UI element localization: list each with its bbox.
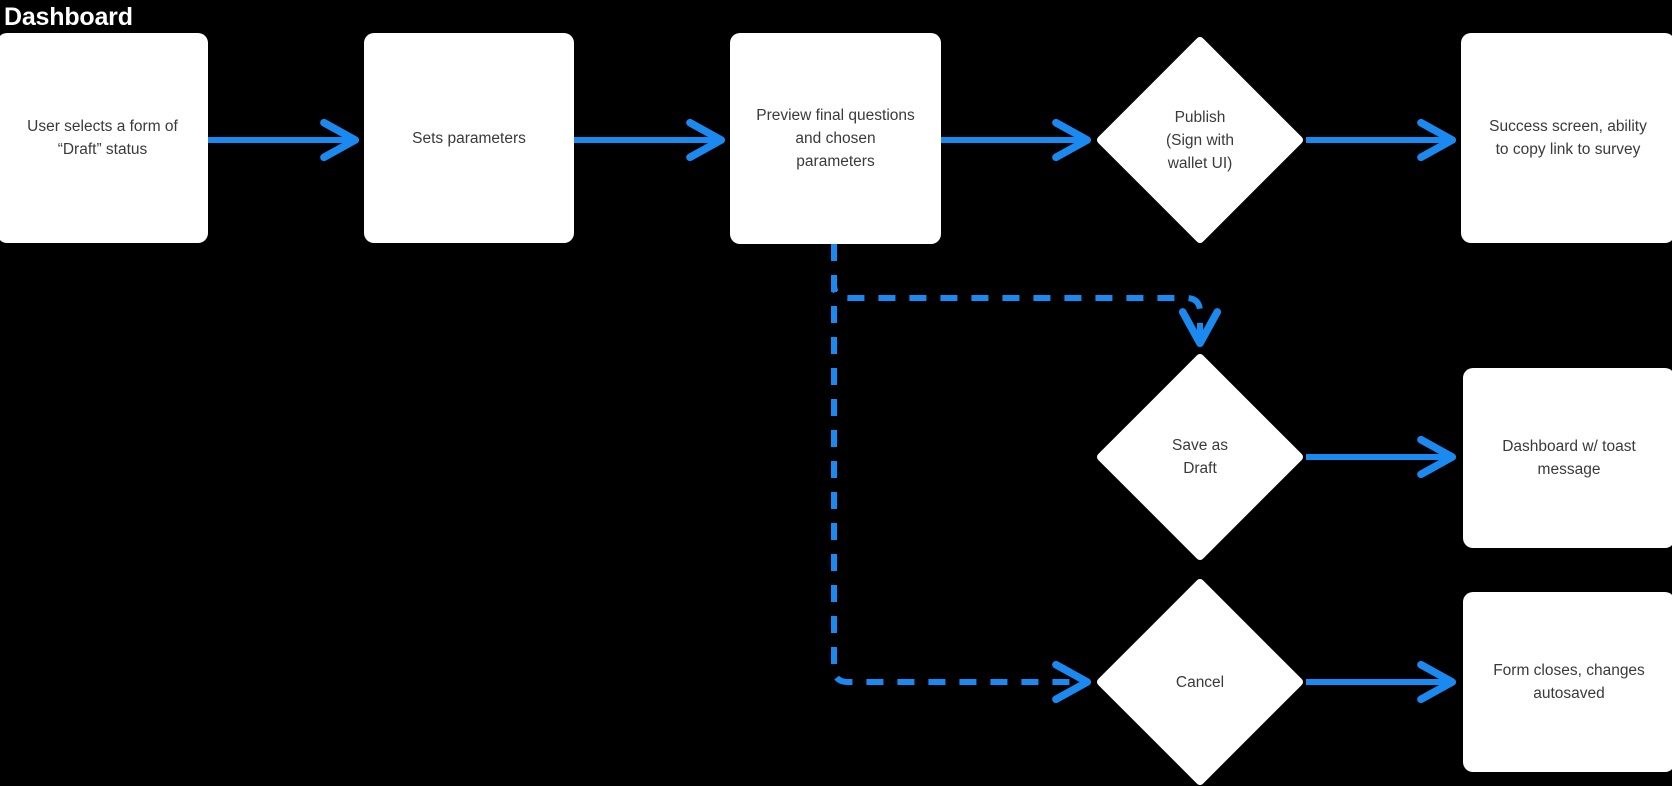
edge-preview-to-cancel — [831, 244, 1092, 704]
node-cancel[interactable]: Cancel — [1095, 577, 1305, 786]
node-save-as-draft[interactable]: Save as Draft — [1095, 352, 1305, 562]
node-publish-label: Publish (Sign with wallet UI) — [1165, 108, 1235, 172]
node-autosaved[interactable]: Form closes, changes autosaved — [1463, 592, 1672, 772]
node-toast-label: Dashboard w/ toast message — [1502, 438, 1636, 478]
node-toast[interactable]: Dashboard w/ toast message — [1463, 368, 1672, 548]
node-set-params[interactable]: Sets parameters — [364, 33, 574, 243]
page-title: Dashboard — [4, 3, 133, 31]
node-select-form[interactable]: User selects a form of “Draft” status — [0, 33, 208, 243]
node-success[interactable]: Success screen, ability to copy link to … — [1461, 33, 1672, 243]
node-preview-label: Preview final questions and chosen param… — [756, 107, 915, 170]
node-preview[interactable]: Preview final questions and chosen param… — [730, 33, 941, 244]
node-autosaved-label: Form closes, changes autosaved — [1493, 662, 1645, 702]
node-success-label: Success screen, ability to copy link to … — [1489, 118, 1647, 158]
edge-preview-to-save-as-draft — [831, 244, 1222, 348]
node-set-params-label: Sets parameters — [412, 129, 526, 147]
node-publish[interactable]: Publish (Sign with wallet UI) — [1095, 35, 1305, 245]
node-select-form-label: User selects a form of “Draft” status — [27, 118, 178, 158]
node-cancel-label: Cancel — [1175, 673, 1225, 691]
node-save-as-draft-label: Save as Draft — [1171, 437, 1228, 477]
